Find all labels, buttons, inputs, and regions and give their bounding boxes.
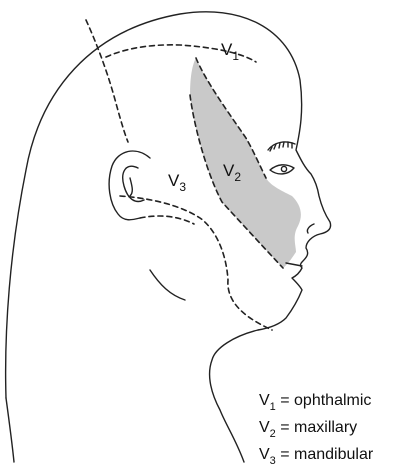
legend-item-v2: V2 = maxillary [259, 419, 357, 440]
eyebrow [268, 142, 295, 150]
eyebrow-hatching [270, 142, 292, 151]
label-v3: V3 [168, 171, 186, 194]
nostril [307, 224, 314, 233]
pupil [281, 166, 286, 171]
scalp-boundary [86, 20, 128, 142]
label-v1: V1 [221, 40, 239, 63]
jaw-line [150, 270, 185, 300]
legend: V1 = ophthalmic V2 = maxillary V3 = mand… [259, 392, 374, 467]
neck-back-outline [6, 398, 14, 462]
ear-inner-outline [123, 166, 144, 201]
mouth-line [286, 263, 302, 266]
legend-item-v1: V1 = ophthalmic [259, 392, 371, 413]
neck-front-outline [210, 330, 258, 462]
ear-lobe-outline [130, 178, 132, 196]
ear-outline [109, 151, 150, 220]
legend-item-v3: V3 = mandibular [259, 446, 374, 467]
v2-maxillary-region [190, 58, 301, 268]
v3-inner-boundary [140, 216, 194, 224]
